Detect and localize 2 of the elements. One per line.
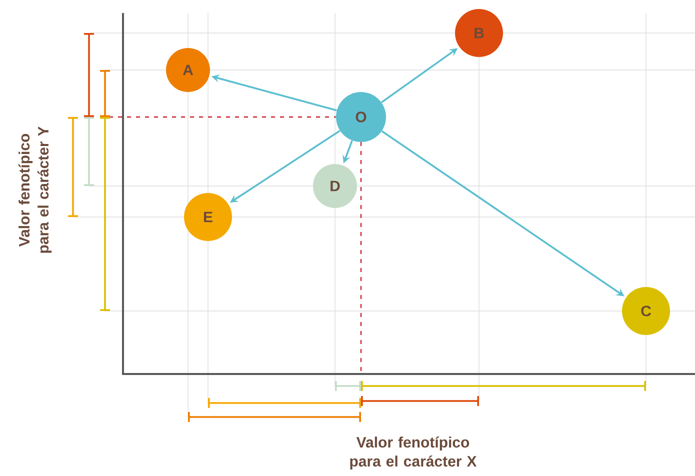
- axis-title: Valor fenotípico para el carácter X: [350, 436, 477, 470]
- axis-title: Valor fenotípico para el carácter Y: [18, 126, 52, 253]
